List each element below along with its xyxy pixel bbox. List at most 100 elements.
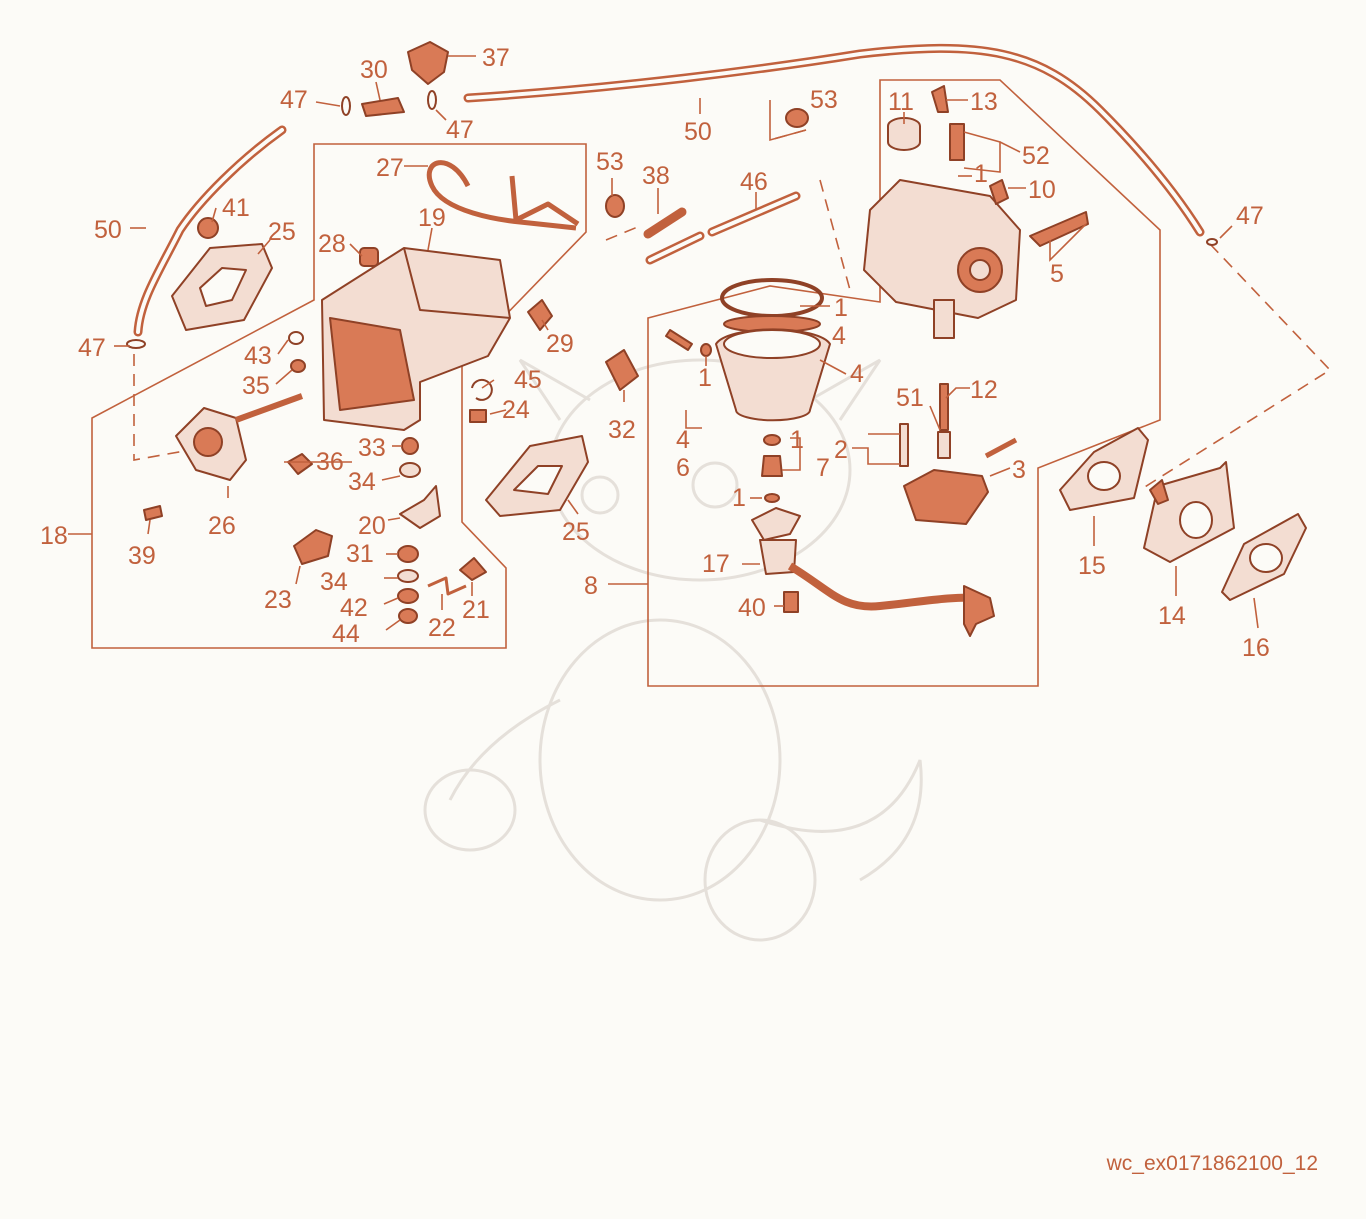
dragon-watermark [423, 358, 923, 942]
part-52 [949, 123, 965, 161]
label-27: 27 [376, 154, 404, 182]
part-53b [605, 194, 625, 218]
label-26: 26 [208, 512, 236, 540]
part-33 [401, 437, 419, 455]
part-37 [407, 41, 449, 85]
label-1-b: 1 [834, 294, 848, 322]
hose-38a [643, 207, 687, 239]
diagram-reference-code: wc_ex0171862100_12 [1106, 1152, 1318, 1175]
label-2: 2 [834, 436, 848, 464]
label-50-b: 50 [94, 216, 122, 244]
part-2 [899, 423, 909, 467]
part-47-oring-a [341, 96, 351, 116]
label-16: 16 [1242, 634, 1270, 662]
part-27 [426, 160, 577, 231]
part-labels: 37 30 47 47 50 53 11 13 52 1 10 47 5 27 … [40, 44, 1270, 662]
label-7: 7 [816, 454, 830, 482]
label-53-a: 53 [810, 86, 838, 114]
label-36: 36 [316, 448, 344, 476]
label-4-a: 4 [832, 322, 846, 350]
label-1-c: 1 [698, 364, 712, 392]
label-11: 11 [888, 88, 914, 116]
label-45: 45 [514, 366, 542, 394]
part-24 [469, 409, 487, 423]
label-51: 51 [896, 384, 924, 412]
part-13 [931, 85, 949, 113]
label-29: 29 [546, 330, 574, 358]
hose-50-top [463, 43, 1205, 237]
label-12: 12 [970, 376, 998, 404]
label-47-a: 47 [280, 86, 308, 114]
label-15: 15 [1078, 552, 1106, 580]
part-42 [397, 588, 419, 604]
part-32 [605, 349, 639, 391]
group-frames [91, 79, 1161, 687]
label-41: 41 [222, 194, 250, 222]
label-14: 14 [1158, 602, 1186, 630]
label-4-b: 4 [850, 360, 864, 388]
label-38: 38 [642, 162, 670, 190]
part-34a [399, 462, 421, 478]
label-5: 5 [1050, 260, 1064, 288]
label-18: 18 [40, 522, 68, 550]
label-17: 17 [702, 550, 730, 578]
frame-18 [91, 143, 587, 649]
label-25-a: 25 [268, 218, 296, 246]
label-30: 30 [360, 56, 388, 84]
label-46: 46 [740, 168, 768, 196]
part-11 [887, 117, 921, 151]
part-5 [1029, 211, 1089, 247]
parts [126, 41, 1307, 637]
part-21 [459, 557, 487, 581]
label-40: 40 [738, 594, 766, 622]
label-24: 24 [502, 396, 530, 424]
label-4-c: 4 [676, 426, 690, 454]
part-41 [197, 217, 219, 239]
label-32: 32 [608, 416, 636, 444]
label-1-d: 1 [790, 426, 804, 454]
label-34-b: 34 [320, 568, 348, 596]
label-25-b: 25 [562, 518, 590, 546]
label-47-d: 47 [78, 334, 106, 362]
label-1-e: 1 [732, 484, 746, 512]
label-3: 3 [1012, 456, 1026, 484]
label-47-b: 47 [446, 116, 474, 144]
label-22: 22 [428, 614, 456, 642]
frame-8 [647, 79, 1161, 687]
label-52: 52 [1022, 142, 1050, 170]
part-47-oring-b [427, 90, 437, 110]
label-19: 19 [418, 204, 446, 232]
part-10 [989, 179, 1009, 205]
part-30 [361, 97, 405, 117]
part-12 [939, 383, 949, 431]
label-34-a: 34 [348, 468, 376, 496]
part-4-bolt [665, 329, 693, 351]
part-39 [143, 505, 163, 521]
label-35: 35 [242, 372, 270, 400]
label-50-a: 50 [684, 118, 712, 146]
label-23: 23 [264, 586, 292, 614]
label-47-c: 47 [1236, 202, 1264, 230]
leader-lines [68, 55, 1259, 631]
label-10: 10 [1028, 176, 1056, 204]
label-28: 28 [318, 230, 346, 258]
label-43: 43 [244, 342, 272, 370]
part-53a [785, 108, 809, 128]
part-47-oring-d [126, 339, 146, 349]
part-43 [288, 331, 304, 345]
part-22 [427, 576, 467, 596]
part-29 [527, 299, 553, 331]
part-35 [290, 359, 306, 373]
part-31 [397, 545, 419, 563]
label-21: 21 [462, 596, 490, 624]
label-42: 42 [340, 594, 368, 622]
part-34b [397, 569, 419, 583]
part-23 [293, 529, 333, 565]
part-20 [399, 485, 441, 529]
label-20: 20 [358, 512, 386, 540]
fuel-hose-cores [136, 46, 1202, 334]
label-53-b: 53 [596, 148, 624, 176]
part-1-ring [720, 278, 824, 318]
part-47-oring-c [1206, 238, 1218, 246]
